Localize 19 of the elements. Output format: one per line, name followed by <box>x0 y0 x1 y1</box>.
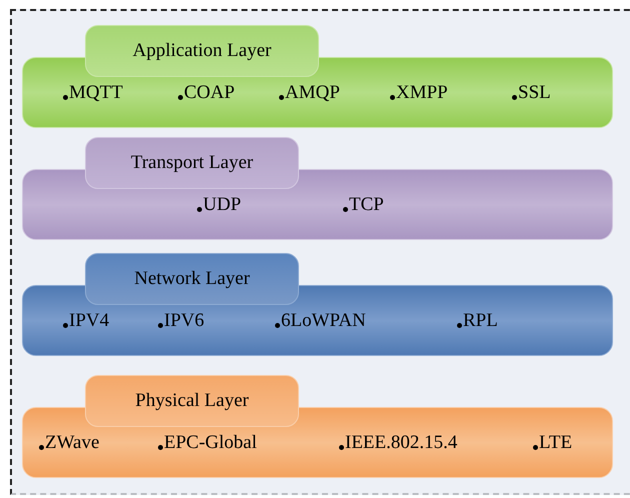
layer-tab: Transport Layer <box>85 137 299 189</box>
protocol-label: IPV6 <box>164 310 204 332</box>
protocol-label: RPL <box>463 310 498 332</box>
protocol-label: LTE <box>539 432 572 454</box>
protocol-label: 6LoWPAN <box>281 310 366 332</box>
protocol-label: IEEE.802.15.4 <box>345 432 458 454</box>
protocol-label: XMPP <box>396 82 448 104</box>
protocol-label: AMQP <box>285 82 340 104</box>
protocol-label: ZWave <box>45 432 100 454</box>
protocol-label: EPC-Global <box>164 432 257 454</box>
layer-tab: Physical Layer <box>85 375 299 427</box>
protocol-label: COAP <box>184 82 235 104</box>
protocol-label: SSL <box>518 82 551 104</box>
layer-tab: Network Layer <box>85 253 299 305</box>
protocol-label: UDP <box>203 194 242 216</box>
protocol-label: IPV4 <box>69 310 110 332</box>
protocol-label: TCP <box>349 194 384 216</box>
protocol-label: MQTT <box>69 82 123 104</box>
layer-tab: Application Layer <box>85 25 319 77</box>
